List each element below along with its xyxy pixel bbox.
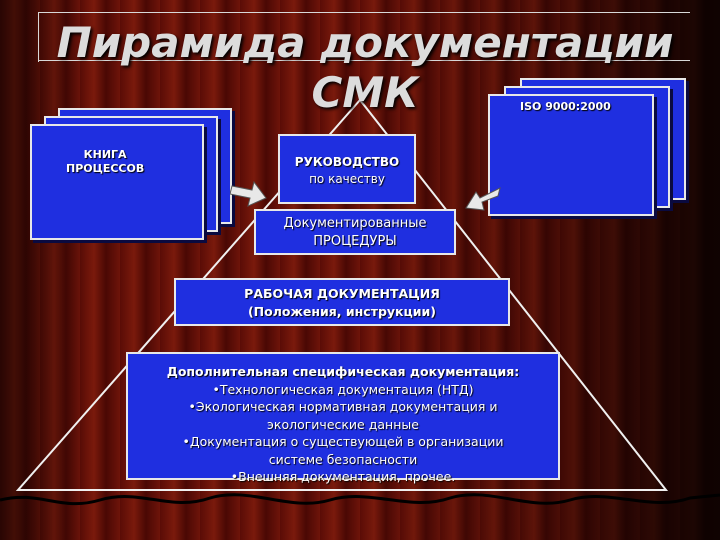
additional-docs-item: •Экологическая нормативная документация … [188,399,498,414]
procedures-box: Документированные ПРОЦЕДУРЫ [254,209,456,255]
doc-sheet-front [30,124,204,240]
page-title: Пирамида документации СМК [40,18,690,118]
title-line-2: СМК [311,68,419,117]
arrow-left-icon [230,180,267,207]
doc-sheet-front [488,94,654,216]
quality-manual-subtitle: по качеству [309,172,385,186]
additional-docs-item: системе безопасности [268,451,418,467]
procedures-line-2: ПРОЦЕДУРЫ [313,234,397,249]
title-frame-top [38,12,690,13]
title-frame-left [38,12,39,62]
quality-manual-box: РУКОВОДСТВО по качеству [278,134,416,204]
additional-docs-heading: Дополнительная специфическая документаци… [166,364,520,379]
process-book-stack: КНИГА ПРОЦЕССОВ [30,108,232,248]
iso-label: ISO 9000:2000 [520,100,611,113]
process-book-label: КНИГА ПРОЦЕССОВ [66,148,145,175]
working-docs-line-1: РАБОЧАЯ ДОКУМЕНТАЦИЯ [244,286,440,301]
quality-manual-title: РУКОВОДСТВО [294,155,400,169]
title-frame-bottom [38,60,690,61]
iso-standard-stack: ISO 9000:2000 [488,78,693,218]
title-line-1: Пирамида документации [56,18,674,67]
additional-docs-item: •Технологическая документация (НТД) [212,381,474,397]
procedures-line-1: Документированные [283,216,427,231]
additional-docs-item: экологические данные [267,416,419,432]
additional-docs-item: •Документация о существующей в организац… [182,434,504,449]
working-docs-line-2: (Положения, инструкции) [247,304,437,319]
working-docs-box: РАБОЧАЯ ДОКУМЕНТАЦИЯ (Положения, инструк… [174,278,510,326]
arrow-right-icon [465,187,501,211]
additional-docs-item: •Внешняя документация, прочее. [230,469,456,484]
additional-docs-box: Дополнительная специфическая документаци… [126,352,560,484]
